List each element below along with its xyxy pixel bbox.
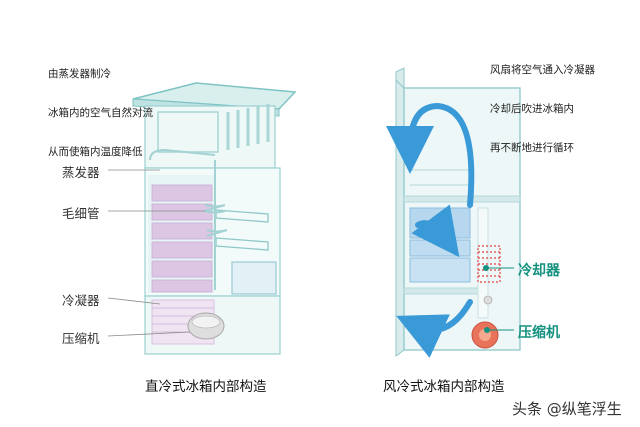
left-note-line-2: 冰箱内的空气自然对流 — [48, 107, 153, 119]
right-freezer-drawers — [409, 207, 471, 283]
left-crisper-drawer — [231, 261, 277, 295]
left-note-line-3: 从而使箱内温度降低 — [48, 146, 143, 158]
right-lower-divider — [403, 287, 485, 295]
right-note-line-3: 再不断地进行循环 — [490, 142, 574, 154]
left-leader-lines — [107, 169, 205, 337]
airflow-arrows — [386, 102, 475, 358]
label-compressor-left: 压缩机 — [62, 331, 100, 346]
label-compressor-right: 压缩机 — [518, 325, 560, 341]
left-freezer-compartment — [144, 105, 276, 169]
left-compressor-top — [191, 315, 221, 329]
right-fridge-side — [395, 67, 405, 357]
right-note: 风扇将空气通入冷凝器 冷却后吹进冰箱内 再不断地进行循环 — [490, 38, 595, 168]
right-fan — [483, 295, 493, 305]
right-leader-lines — [483, 265, 514, 333]
left-freezer-coils — [226, 104, 270, 150]
watermark: 头条 @纵笔浮生 — [512, 400, 622, 418]
label-condenser: 冷凝器 — [62, 293, 100, 308]
right-note-line-2: 冷却后吹进冰箱内 — [490, 103, 574, 115]
label-cooler: 冷却器 — [518, 263, 560, 279]
right-cooler-coil — [477, 245, 501, 283]
left-note-line-1: 由蒸发器制冷 — [48, 68, 111, 80]
left-evaporator-panels — [151, 184, 213, 293]
left-caption: 直冷式冰箱内部构造 — [145, 379, 267, 395]
right-air-duct — [477, 207, 489, 319]
right-note-line-1: 风扇将空气通入冷凝器 — [490, 64, 595, 76]
left-capillary-tube — [149, 148, 228, 290]
label-evaporator: 蒸发器 — [62, 165, 100, 180]
right-caption: 风冷式冰箱内部构造 — [383, 379, 505, 395]
label-capillary: 毛细管 — [62, 206, 100, 221]
right-compartment-divider — [403, 195, 521, 203]
left-note: 由蒸发器制冷 冰箱内的空气自然对流 从而使箱内温度降低 — [48, 42, 153, 172]
